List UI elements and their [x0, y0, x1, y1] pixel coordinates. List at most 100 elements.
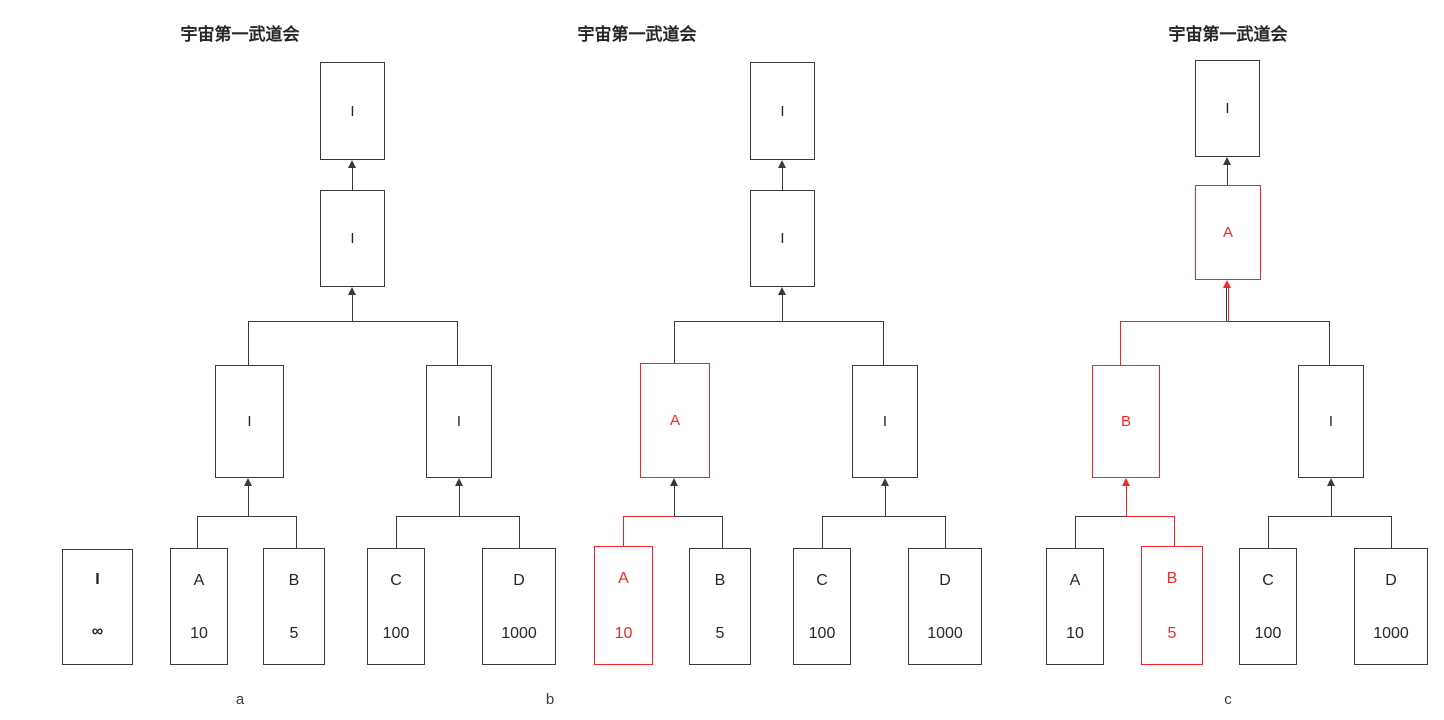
leaf-d-value: 1000	[501, 625, 537, 642]
bracket-top-highlight-segment	[1120, 321, 1228, 322]
bracket-top-plain-segment	[1227, 321, 1329, 322]
node-internal-right-label: I	[882, 413, 888, 430]
leaf-b-name: B	[1166, 570, 1178, 587]
bracket-left-plain-segment	[1075, 516, 1127, 517]
node-root[interactable]: I	[320, 62, 385, 160]
leaf-c-value: 100	[382, 625, 410, 642]
node-level2-label: I	[350, 230, 355, 247]
node-root-label: I	[780, 102, 785, 120]
leaf-node-c[interactable]: C 100	[1239, 548, 1297, 665]
leaf-node-c[interactable]: C 100	[793, 548, 851, 665]
leaf-node-c[interactable]: C 100	[367, 548, 425, 665]
bracket-top-right-stem	[1329, 321, 1330, 365]
panel-label: a	[235, 691, 245, 708]
leaf-node-a[interactable]: A 10	[170, 548, 228, 665]
edge-level2-to-root	[782, 168, 783, 190]
bracket-top-right-stem	[883, 321, 884, 365]
leaf-a-name: A	[1069, 572, 1081, 589]
panel-c: 宇宙第一武道会 I A B I A 10 B 5 C 100	[960, 0, 1440, 720]
node-internal-right[interactable]: I	[1298, 365, 1364, 478]
panel-b: 宇宙第一武道会 I I A I A 10 B 5 C 100 D 1	[480, 0, 982, 720]
panel-a: 宇宙第一武道会 I I I I I ∞ A 10 B 5	[0, 0, 556, 720]
bracket-right	[822, 516, 945, 517]
node-internal-left-label: B	[1120, 413, 1131, 430]
leaf-d-name: D	[513, 572, 525, 589]
edge-right-bracket-to-internal	[1331, 486, 1332, 516]
leaf-d-value: 1000	[927, 625, 963, 642]
edge-bracket-to-level2	[352, 295, 353, 321]
leaf-d-value: 1000	[1373, 625, 1409, 642]
edge-right-bracket-to-internal	[459, 486, 460, 516]
edge-left-bracket-to-internal	[674, 486, 675, 516]
arrowhead-internal-right	[881, 478, 889, 486]
leaf-a-value: 10	[190, 625, 208, 642]
node-root[interactable]: I	[1195, 60, 1260, 157]
bracket-left-a-stem	[623, 516, 624, 549]
leaf-a-name: A	[618, 570, 629, 587]
leaf-c-value: 100	[808, 625, 836, 642]
node-level2-label: I	[780, 230, 785, 247]
panel-label: b	[545, 691, 555, 708]
node-level2[interactable]: A	[1195, 185, 1261, 280]
leaf-node-d[interactable]: D 1000	[482, 548, 556, 665]
bracket-top	[248, 321, 457, 322]
edge-bracket-to-level2	[782, 295, 783, 321]
leaf-node-b[interactable]: B 5	[1141, 546, 1203, 665]
leaf-node-a[interactable]: A 10	[594, 546, 653, 665]
bracket-left	[197, 516, 296, 517]
leaf-b-value: 5	[289, 625, 299, 642]
legend-value: ∞	[91, 623, 104, 640]
bracket-right-d-stem	[1391, 516, 1392, 549]
arrowhead-internal-right	[455, 478, 463, 486]
bracket-right-d-stem	[519, 516, 520, 549]
arrowhead-root	[1223, 157, 1231, 165]
leaf-a-name: A	[193, 572, 205, 589]
node-internal-left[interactable]: A	[640, 363, 710, 478]
legend-box: I ∞	[62, 549, 133, 665]
leaf-b-value: 5	[715, 625, 725, 642]
leaf-node-b[interactable]: B 5	[689, 548, 751, 665]
node-internal-left[interactable]: I	[215, 365, 284, 478]
edge-left-bracket-to-internal	[1126, 486, 1127, 516]
arrowhead-internal-right	[1327, 478, 1335, 486]
bracket-right	[396, 516, 519, 517]
leaf-node-a[interactable]: A 10	[1046, 548, 1104, 665]
arrowhead-root	[778, 160, 786, 168]
leaf-node-b[interactable]: B 5	[263, 548, 325, 665]
leaf-node-d[interactable]: D 1000	[908, 548, 982, 665]
leaf-d-name: D	[939, 572, 951, 589]
bracket-left-a-stem	[1075, 516, 1076, 549]
node-level2-label: A	[1222, 224, 1233, 241]
node-level2[interactable]: I	[320, 190, 385, 287]
node-root-label: I	[1225, 100, 1230, 117]
bracket-right-c-stem	[396, 516, 397, 549]
node-internal-right[interactable]: I	[852, 365, 918, 478]
panel-title: 宇宙第一武道会	[577, 25, 697, 44]
node-level2[interactable]: I	[750, 190, 815, 287]
leaf-c-value: 100	[1254, 625, 1282, 642]
bracket-right-c-stem	[1268, 516, 1269, 549]
bracket-right-c-stem	[822, 516, 823, 549]
bracket-top-right-stem	[457, 321, 458, 365]
leaf-b-value: 5	[1167, 625, 1177, 642]
node-internal-left-label: A	[669, 412, 680, 429]
leaf-a-value: 10	[614, 625, 633, 642]
edge-level2-to-root	[352, 168, 353, 190]
leaf-node-d[interactable]: D 1000	[1354, 548, 1428, 665]
bracket-left-a-stem	[197, 516, 198, 549]
arrowhead-internal-left	[670, 478, 678, 486]
bracket-top	[674, 321, 883, 322]
panel-title: 宇宙第一武道会	[180, 25, 300, 44]
arrowhead-root	[348, 160, 356, 168]
leaf-c-name: C	[1262, 572, 1274, 589]
bracket-left-highlight-segment	[623, 516, 675, 517]
bracket-left-b-stem	[296, 516, 297, 549]
node-root-label: I	[350, 102, 355, 120]
edge-left-bracket-to-internal	[248, 486, 249, 516]
node-internal-left[interactable]: B	[1092, 365, 1160, 478]
node-root[interactable]: I	[750, 62, 815, 160]
bracket-right	[1268, 516, 1391, 517]
node-internal-right[interactable]: I	[426, 365, 492, 478]
panel-label: c	[1224, 691, 1232, 708]
legend-symbol: I	[95, 571, 100, 588]
